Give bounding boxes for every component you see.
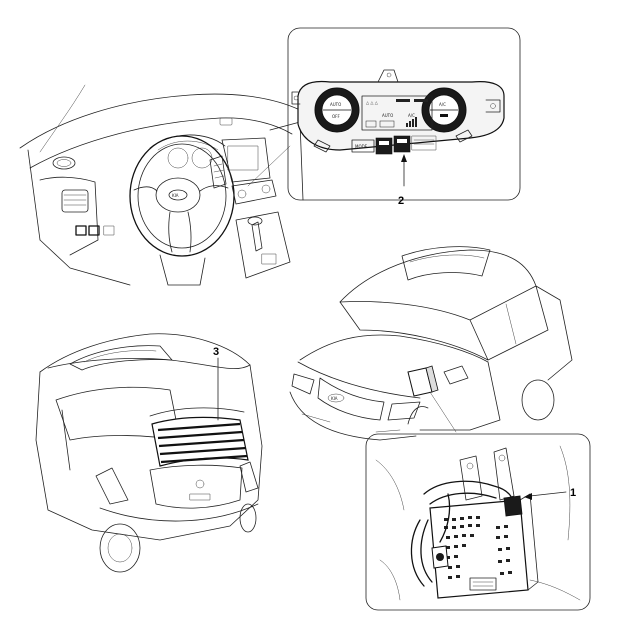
svg-text:KIA: KIA [331, 396, 338, 401]
callout-2: 2 [398, 195, 404, 207]
panel-button-row: MODE [351, 135, 437, 155]
svg-text:△ △ △: △ △ △ [366, 100, 379, 105]
knob-ac-label: A/C [439, 102, 446, 107]
knob-auto-label: AUTO [330, 102, 341, 107]
callout-1: 1 [570, 487, 576, 499]
mode-button-label: MODE [355, 144, 368, 149]
knob-off-label: OFF [332, 114, 340, 119]
svg-text:KIA: KIA [172, 193, 179, 198]
module-slots [444, 516, 512, 579]
right-fan-knob: A/C [421, 87, 467, 133]
center-display: △ △ △ AUTO A/C [361, 95, 433, 131]
front-view-car: KIA [289, 246, 573, 441]
module-detail-inset [365, 433, 591, 611]
module-location-box [407, 365, 439, 397]
rear-defroster-glass [151, 416, 249, 467]
display-ac-label: A/C [408, 113, 415, 118]
callout-3: 3 [213, 346, 219, 358]
left-temperature-knob: AUTO OFF [314, 87, 360, 133]
climate-control-inset: AUTO OFF A/C △ △ △ AUTO A/C [287, 27, 521, 201]
display-auto-label: AUTO [382, 113, 393, 118]
rear-view-car [35, 333, 263, 573]
dashboard-view: KIA [19, 84, 304, 286]
